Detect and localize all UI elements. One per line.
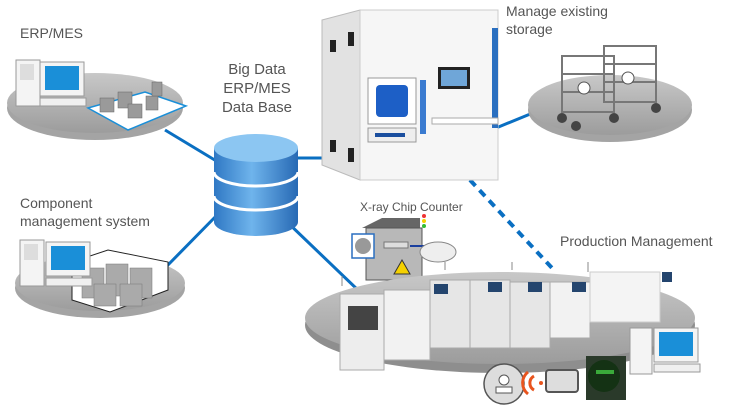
link-storage-production xyxy=(468,178,554,270)
database-label: Big Data ERP/MES Data Base xyxy=(212,60,302,117)
component-management-label: Component management system xyxy=(20,194,150,230)
erp-mes-node xyxy=(7,59,189,140)
database-label-line3: Data Base xyxy=(221,99,293,116)
xray-counter-icon xyxy=(351,214,457,281)
component-management-label-line2: management system xyxy=(20,213,150,229)
existing-storage-node xyxy=(528,45,692,142)
database-icon xyxy=(212,134,300,236)
component-management-node xyxy=(15,239,185,318)
link-database-production xyxy=(283,218,362,294)
link-component-database xyxy=(163,208,224,270)
production-line-node xyxy=(305,262,701,405)
component-management-label-line1: Component xyxy=(20,195,93,211)
smart-storage-tower-icon xyxy=(321,9,499,181)
existing-storage-label: Manage existing storage xyxy=(506,2,608,38)
database-label-line1: Big Data xyxy=(228,61,286,78)
erp-mes-label: ERP/MES xyxy=(20,25,84,41)
production-management-label: Production Management xyxy=(560,233,713,249)
xray-counter-label: X-ray Chip Counter xyxy=(360,200,463,214)
existing-storage-label-line1: Manage existing xyxy=(506,3,608,19)
existing-storage-label-line2: storage xyxy=(506,21,553,37)
database-label-line2: ERP/MES xyxy=(223,80,291,97)
